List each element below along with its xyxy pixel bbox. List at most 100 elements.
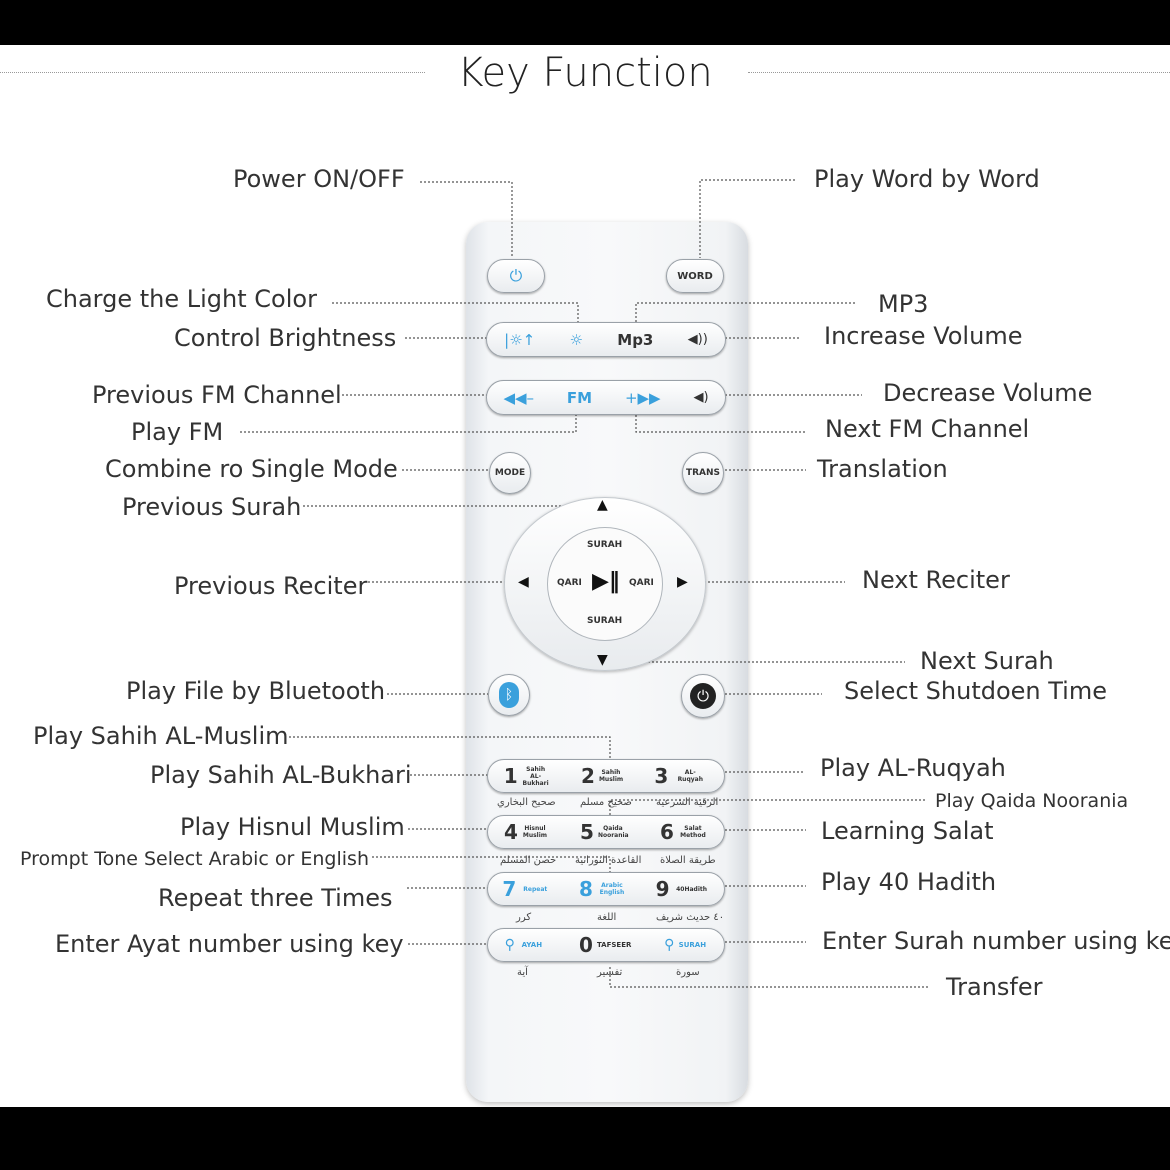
- power-button[interactable]: ⏻: [487, 259, 545, 293]
- title-rule-left: [0, 72, 425, 73]
- callout-power: Power ON/OFF: [233, 165, 405, 193]
- callout-ayat: Enter Ayat number using key: [55, 930, 404, 958]
- key-7-label: Repeat: [523, 885, 548, 893]
- key-4-number: 4: [504, 820, 518, 844]
- mp3-button[interactable]: Mp3: [617, 330, 654, 349]
- callout-volume-down: Decrease Volume: [883, 379, 1093, 407]
- callout-surah-number: Enter Surah number using key: [822, 927, 1170, 955]
- mode-button[interactable]: MODE: [489, 452, 531, 494]
- callout-mp3: MP3: [878, 290, 929, 318]
- callout-muslim: Play Sahih AL-Muslim: [33, 722, 289, 750]
- prev-reciter-arrow[interactable]: ◀: [518, 574, 529, 590]
- power-icon: ⏻: [509, 266, 523, 285]
- callout-qaida: Play Qaida Noorania: [935, 790, 1129, 812]
- key-5-number: 5: [580, 820, 594, 844]
- callout-brightness: Control Brightness: [174, 324, 397, 352]
- callout-play-fm: Play FM: [131, 418, 224, 446]
- shutdown-button[interactable]: ⏻: [681, 674, 725, 718]
- surah-down-label: SURAH: [587, 616, 623, 626]
- key-9-arabic: ٤٠ حديث شريف: [656, 912, 725, 923]
- qari-right-label: QARI: [629, 578, 654, 588]
- brightness-volume-bar: |☼↑ ☼ Mp3 ◀)): [486, 322, 726, 357]
- next-reciter-arrow[interactable]: ▶: [677, 574, 688, 590]
- key-6-number: 6: [660, 820, 674, 844]
- callout-word: Play Word by Word: [814, 165, 1040, 193]
- ayah-key[interactable]: ⚲ AYAH: [505, 937, 546, 953]
- surah-up-label: SURAH: [587, 540, 623, 550]
- volume-up-icon[interactable]: ◀)): [687, 332, 708, 347]
- qari-left-label: QARI: [557, 578, 582, 588]
- volume-down-icon[interactable]: ◀): [693, 390, 709, 405]
- key-6-arabic: طريقة الصلاة: [660, 855, 716, 866]
- key-2-label: Sahih Muslim: [598, 769, 624, 783]
- callout-bluetooth: Play File by Bluetooth: [126, 677, 386, 705]
- callout-light-color: Charge the Light Color: [46, 285, 317, 313]
- key-4-label: Hisnul Muslim: [522, 825, 548, 839]
- key-7-number: 7: [502, 877, 517, 901]
- callout-hadith: Play 40 Hadith: [821, 868, 997, 896]
- key-9-number: 9: [655, 877, 670, 901]
- key-7[interactable]: 7 Repeat: [502, 877, 550, 901]
- key-6[interactable]: 6 Salat Method: [660, 820, 708, 844]
- word-button[interactable]: WORD: [666, 259, 724, 293]
- key-4[interactable]: 4 Hisnul Muslim: [504, 820, 548, 844]
- key-9[interactable]: 9 40Hadith: [656, 877, 710, 901]
- title-rule-right: [748, 72, 1170, 73]
- brightness-icon[interactable]: |☼↑: [504, 330, 536, 349]
- callout-next-surah: Next Surah: [920, 647, 1054, 675]
- rewind-icon[interactable]: ◀◀–: [503, 388, 535, 407]
- key-1-label: Sahih AL-Bukhari: [522, 765, 549, 787]
- dpad-center-ring[interactable]: [547, 527, 663, 641]
- key-6-label: Salat Method: [680, 825, 706, 839]
- callout-transfer: Transfer: [946, 973, 1043, 1001]
- callout-repeat: Repeat three Times: [158, 884, 393, 912]
- ayah-key-label: AYAH: [521, 940, 543, 949]
- surah-key-label: SURAH: [678, 940, 707, 949]
- search-icon: ⚲: [504, 937, 515, 953]
- trans-button[interactable]: TRANS: [682, 452, 724, 494]
- next-surah-arrow[interactable]: ▼: [597, 652, 608, 668]
- surah-arabic: سورة: [676, 967, 700, 978]
- key-3-arabic: الرقية الشرعية: [656, 797, 719, 808]
- tafseer-arabic: تفسير: [597, 967, 623, 978]
- callout-hisnul: Play Hisnul Muslim: [180, 813, 405, 841]
- callout-salat: Learning Salat: [821, 817, 994, 845]
- search-icon: ⚲: [664, 937, 675, 953]
- prev-surah-arrow[interactable]: ▲: [597, 497, 608, 513]
- top-black-band: [0, 0, 1170, 45]
- bottom-black-band: [0, 1107, 1170, 1170]
- key-0-label: TAFSEER: [596, 940, 632, 949]
- key-2-arabic: صحيح مسلم: [580, 797, 632, 808]
- bluetooth-button[interactable]: ᛒ: [488, 674, 530, 716]
- callout-prompt: Prompt Tone Select Arabic or English: [20, 848, 369, 870]
- bluetooth-icon: ᛒ: [499, 682, 519, 708]
- key-2-number: 2: [581, 764, 595, 788]
- key-0-number: 0: [579, 933, 593, 957]
- key-3-label: AL-Ruqyah: [677, 769, 703, 783]
- callout-translation: Translation: [817, 455, 948, 483]
- callout-prev-fm: Previous FM Channel: [92, 381, 342, 409]
- callout-prev-surah: Previous Surah: [122, 493, 302, 521]
- play-pause-icon[interactable]: ▶‖: [592, 569, 620, 594]
- surah-key[interactable]: ⚲SURAH: [664, 937, 707, 953]
- key-9-label: 40Hadith: [676, 885, 708, 893]
- page-title: Key Function: [457, 50, 713, 96]
- forward-icon[interactable]: +▶▶: [624, 388, 661, 407]
- key-7-arabic: كرر: [516, 912, 532, 923]
- key-5-label: Qaida Noorania: [597, 825, 629, 839]
- callout-next-reciter: Next Reciter: [862, 566, 1010, 594]
- key-4-arabic: حصن المسلم: [500, 855, 557, 866]
- callout-shutdown: Select Shutdoen Time: [844, 677, 1107, 705]
- fm-button[interactable]: FM: [566, 388, 593, 407]
- light-icon[interactable]: ☼: [569, 330, 583, 349]
- key-8-label: Arabic English: [599, 882, 625, 896]
